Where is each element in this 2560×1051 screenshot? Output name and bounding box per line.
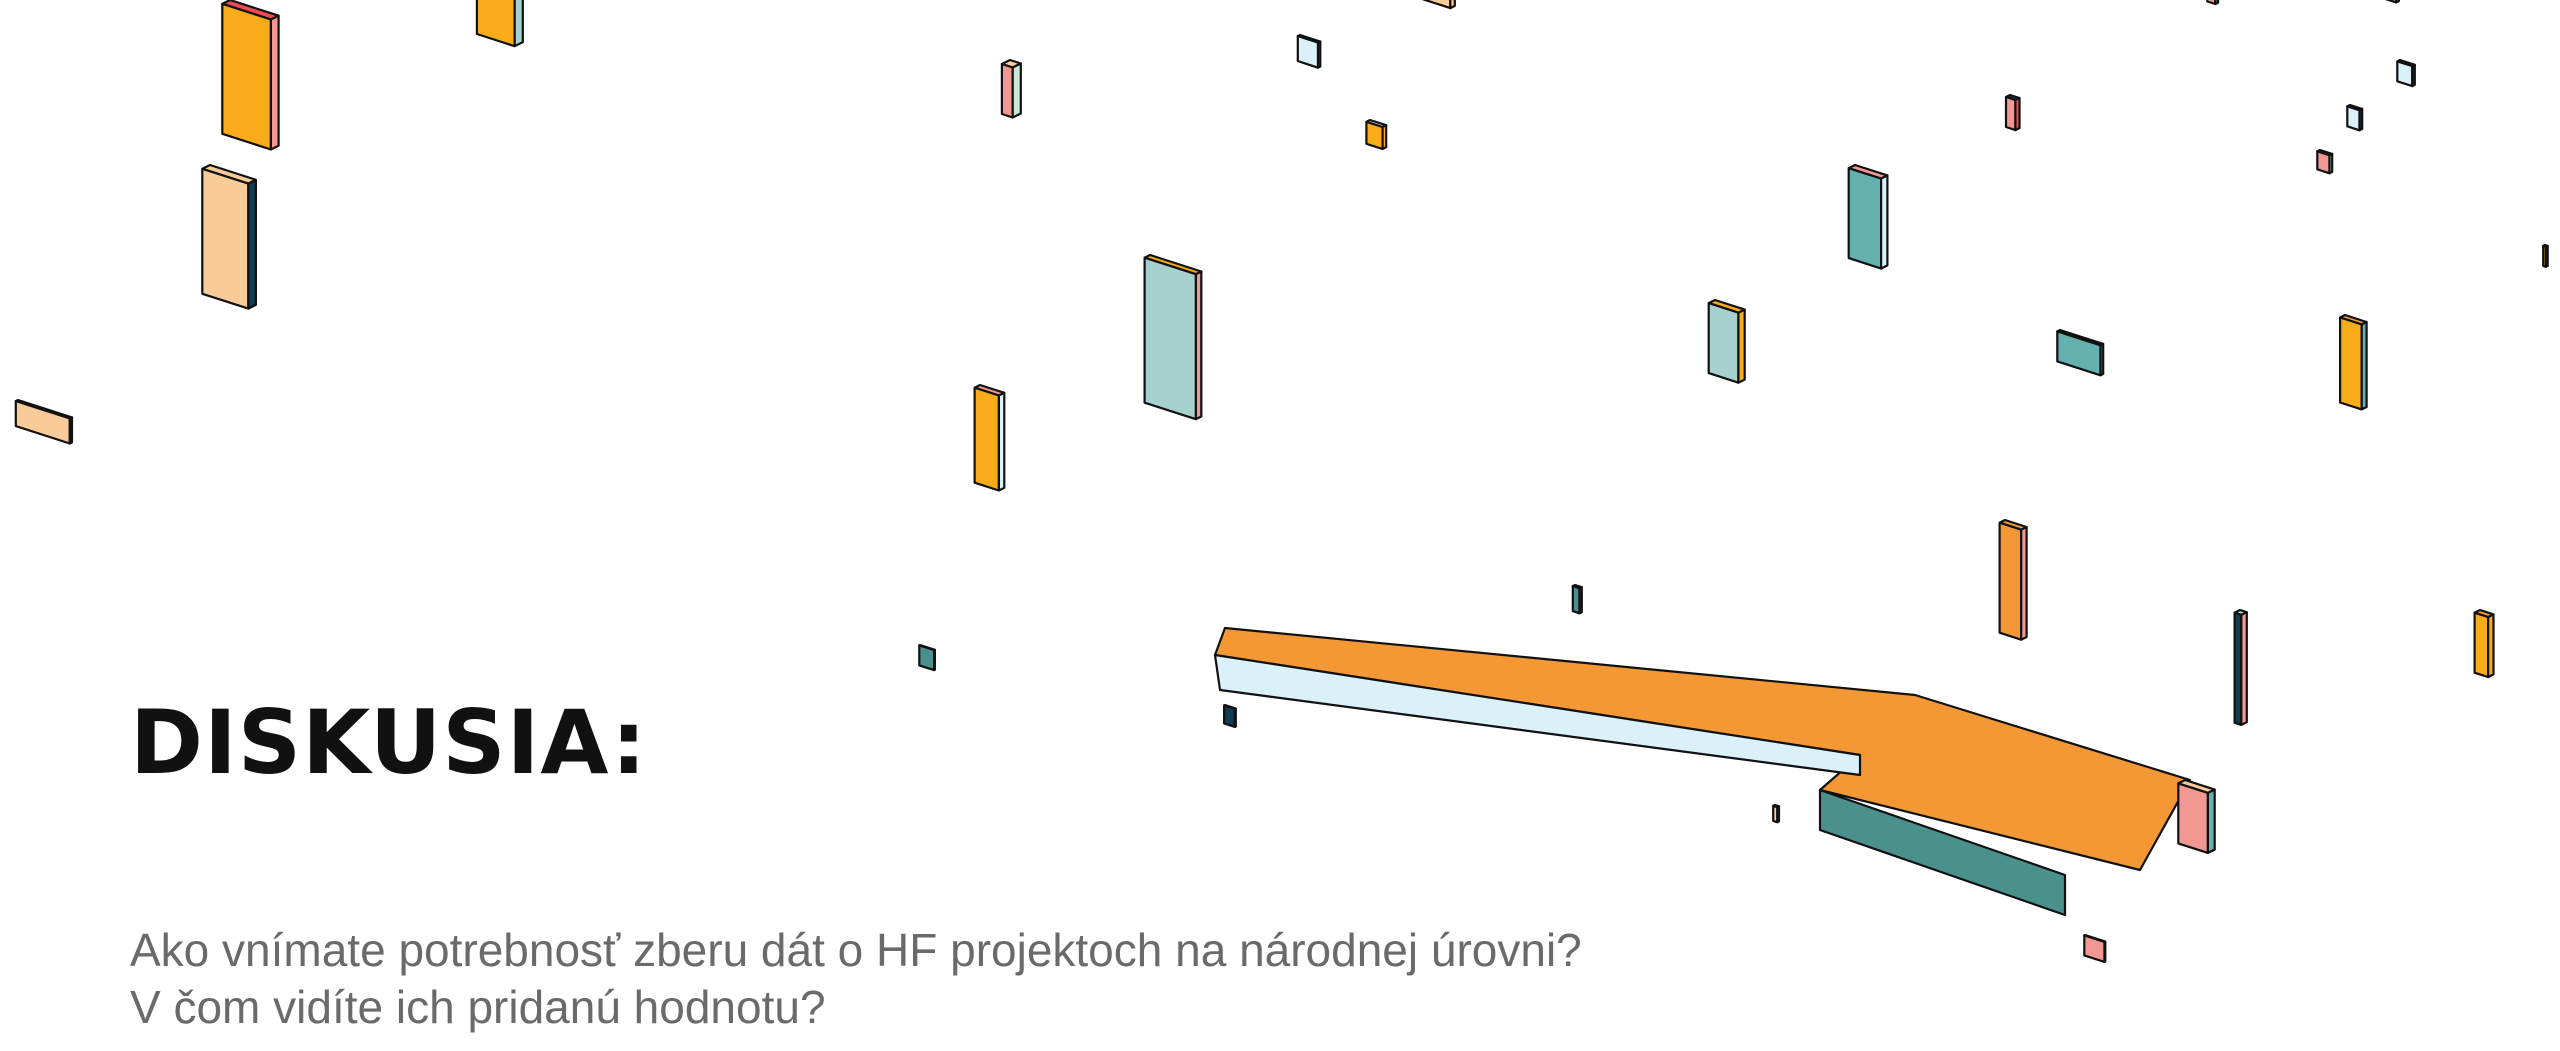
block-7-end [1316, 40, 1322, 69]
block-23-front [1998, 521, 2023, 641]
block-6-front [1000, 62, 1014, 119]
block-9-front [2004, 95, 2017, 132]
block-8-end [1381, 124, 1388, 151]
block-15-end [247, 178, 257, 310]
street-slab-side [1818, 788, 2067, 917]
discussion-question: Ako vnímate potrebnosť zberu dát o HF pr… [130, 922, 1880, 1035]
block-5-end [2395, 0, 2400, 4]
block-1-front [475, 0, 516, 48]
block-17-front [973, 386, 1001, 492]
block-8-front [1365, 120, 1384, 151]
block-10-end [2411, 63, 2416, 88]
question-line-1: Ako vnímate potrebnosť zberu dát o HF pr… [130, 924, 1582, 976]
street-slab-front [1213, 653, 1862, 777]
block-14-front [221, 2, 272, 151]
block-29-end [1776, 805, 1781, 824]
block-20-end [1879, 174, 1889, 270]
block-27-front [1222, 704, 1237, 729]
block-18-end [1194, 270, 1203, 421]
block-18-front [1143, 256, 1198, 421]
block-28-end [1578, 586, 1583, 615]
question-line-2: V čom vidíte ich pridanú hodnotu? [130, 980, 826, 1033]
block-23-end [2020, 525, 2028, 641]
block-16-end [68, 416, 74, 445]
block-10-front [2396, 60, 2414, 88]
block-5-front [2385, 0, 2398, 4]
block-31-end [2206, 788, 2216, 855]
block-24-end [2240, 611, 2248, 727]
block-20-front [1847, 167, 1883, 270]
block-12-front [2316, 150, 2331, 175]
block-2-front [1421, 0, 1452, 10]
block-31-front [2177, 782, 2209, 855]
block-9-end [2014, 96, 2021, 132]
block-22-end [2360, 320, 2368, 411]
block-2-end [1449, 0, 1456, 10]
block-14-end [269, 14, 280, 151]
block-17-end [997, 391, 1006, 492]
block-26-end [932, 648, 937, 672]
block-21-end [2099, 342, 2105, 377]
slide-heading: DISKUSIA: [130, 691, 648, 794]
block-19-end [1737, 308, 1746, 384]
block-25-end [2487, 613, 2495, 679]
block-13-end [2544, 244, 2549, 268]
block-4-front [2206, 0, 2217, 6]
block-22-front [2339, 316, 2363, 411]
block-32-end [2103, 940, 2107, 964]
block-6-end [1011, 62, 1022, 119]
block-7-front [1296, 34, 1320, 69]
block-26-front [918, 644, 936, 672]
block-4-end [2214, 0, 2220, 6]
block-15-front [201, 167, 250, 310]
block-11-end [2358, 107, 2364, 132]
block-25-front [2473, 611, 2490, 679]
block-11-front [2346, 105, 2361, 132]
block-27-end [1233, 707, 1237, 729]
block-1-end [513, 0, 524, 48]
block-12-end [2328, 152, 2334, 175]
block-21-front [2056, 330, 2102, 377]
block-19-front [1707, 302, 1740, 384]
